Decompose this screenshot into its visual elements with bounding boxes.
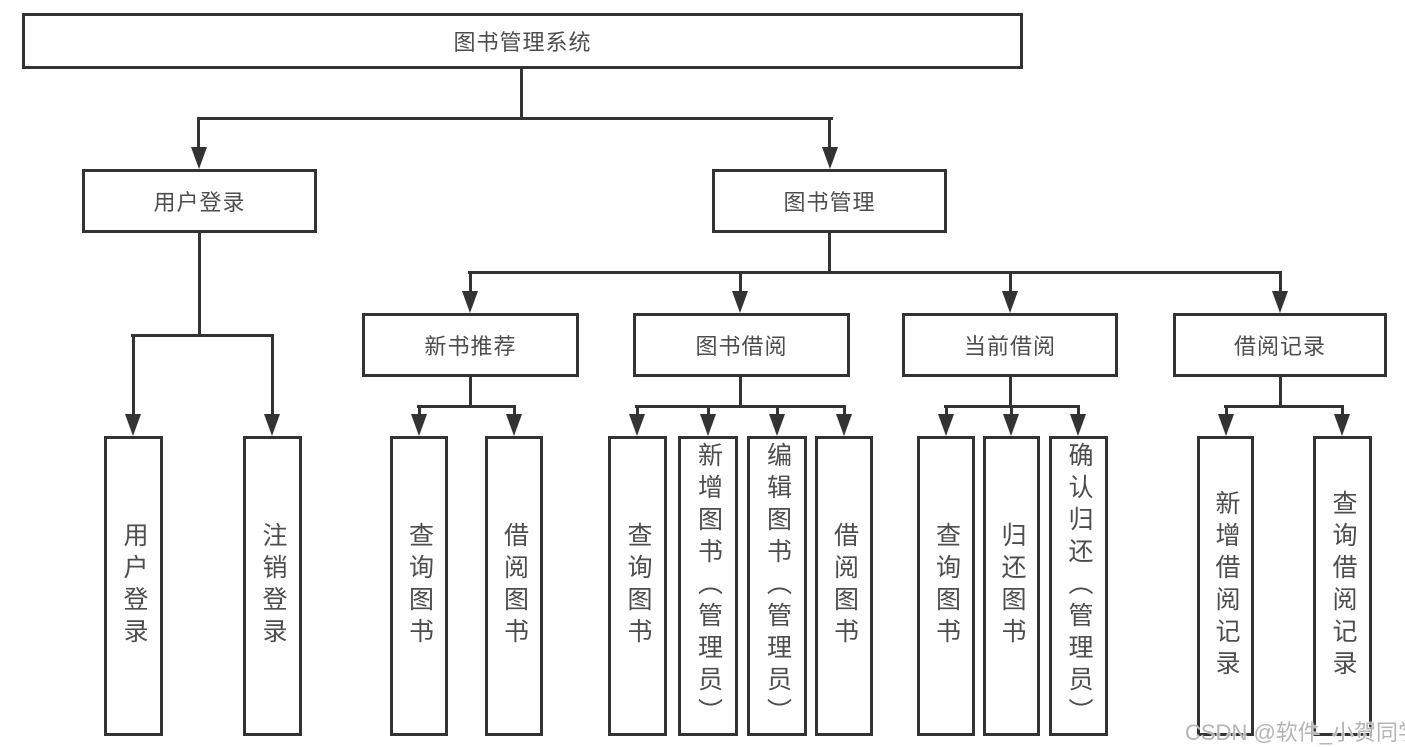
- connector-line: [469, 375, 472, 408]
- connector-line: [776, 405, 779, 418]
- arrowhead-down-icon: [732, 291, 748, 313]
- leaf-records-query-record: 查询借阅记录: [1313, 436, 1372, 736]
- arrowhead-down-icon: [1272, 291, 1288, 313]
- arrowhead-down-icon: [264, 414, 280, 436]
- leaf-current-confirm-return-admin-label: 确认归还（管理员）: [1065, 442, 1093, 730]
- connector-line: [469, 271, 472, 294]
- leaf-recommend-query-books: 查询图书: [390, 436, 448, 736]
- leaf-borrow-borrow-books-label: 借阅图书: [830, 522, 859, 650]
- connector-line: [707, 405, 710, 418]
- leaf-logout: 注销登录: [243, 436, 302, 736]
- node-current-borrow-label: 当前借阅: [963, 334, 1056, 359]
- leaf-logout-label: 注销登录: [259, 522, 287, 650]
- leaf-recommend-borrow-books-label: 借阅图书: [500, 522, 529, 650]
- arrowhead-down-icon: [769, 414, 785, 436]
- connector-line: [1009, 271, 1012, 294]
- leaf-borrow-edit-book-admin: 编辑图书（管理员）: [747, 436, 807, 736]
- leaf-user-login: 用户登录: [104, 436, 163, 736]
- node-user-login-label: 用户登录: [153, 190, 246, 215]
- leaf-user-login-label: 用户登录: [120, 522, 148, 650]
- arrowhead-down-icon: [191, 147, 207, 169]
- arrowhead-down-icon: [411, 414, 427, 436]
- leaf-borrow-query-books-label: 查询图书: [624, 522, 652, 650]
- node-root-system: 图书管理系统: [22, 13, 1023, 69]
- connector-line: [1009, 375, 1012, 408]
- arrowhead-down-icon: [1334, 414, 1350, 436]
- connector-line: [513, 405, 516, 418]
- node-book-borrow: 图书借阅: [633, 313, 850, 377]
- arrowhead-down-icon: [822, 147, 838, 169]
- node-borrow-records-label: 借阅记录: [1233, 334, 1326, 359]
- connector-line: [1279, 271, 1282, 294]
- arrowhead-down-icon: [700, 414, 716, 436]
- connector-line: [271, 334, 274, 417]
- arrowhead-down-icon: [462, 291, 478, 313]
- leaf-borrow-add-book-admin: 新增图书（管理员）: [678, 436, 738, 736]
- arrowhead-down-icon: [1070, 414, 1086, 436]
- arrowhead-down-icon: [1003, 414, 1019, 436]
- leaf-records-add-record-label: 新增借阅记录: [1212, 490, 1240, 682]
- leaf-recommend-query-books-label: 查询图书: [405, 522, 434, 650]
- connector-line: [1341, 405, 1344, 418]
- leaf-records-add-record: 新增借阅记录: [1197, 436, 1254, 736]
- connector-line: [635, 405, 846, 408]
- node-book-management: 图书管理: [712, 169, 947, 233]
- leaf-borrow-query-books: 查询图书: [608, 436, 667, 736]
- leaf-current-confirm-return-admin: 确认归还（管理员）: [1049, 436, 1108, 736]
- connector-line: [739, 375, 742, 408]
- leaf-current-query-books-label: 查询图书: [932, 522, 961, 650]
- connector-line: [198, 230, 201, 336]
- node-new-book-recommend: 新书推荐: [362, 313, 579, 377]
- arrowhead-down-icon: [629, 414, 645, 436]
- connector-line: [1225, 405, 1228, 418]
- leaf-current-return-books: 归还图书: [983, 436, 1040, 736]
- connector-line: [418, 405, 421, 418]
- connector-line: [843, 405, 846, 418]
- leaf-current-query-books: 查询图书: [917, 436, 975, 736]
- connector-line: [417, 405, 516, 408]
- connector-line: [945, 405, 948, 418]
- leaf-borrow-add-book-admin-label: 新增图书（管理员）: [694, 442, 723, 730]
- connector-line: [739, 271, 742, 294]
- connector-line: [520, 66, 523, 119]
- arrowhead-down-icon: [938, 414, 954, 436]
- arrowhead-down-icon: [836, 414, 852, 436]
- node-user-login: 用户登录: [82, 169, 317, 233]
- leaf-records-query-record-label: 查询借阅记录: [1329, 490, 1357, 682]
- connector-line: [636, 405, 639, 418]
- connector-line: [1077, 405, 1080, 418]
- node-new-book-recommend-label: 新书推荐: [424, 334, 517, 359]
- node-book-borrow-label: 图书借阅: [695, 334, 788, 359]
- connector-line: [828, 117, 831, 151]
- connector-line: [132, 334, 135, 417]
- connector-line: [828, 230, 831, 273]
- leaf-borrow-edit-book-admin-label: 编辑图书（管理员）: [763, 442, 792, 730]
- connector-line: [197, 117, 200, 151]
- connector-line: [1010, 405, 1013, 418]
- connector-line: [1224, 405, 1344, 408]
- arrowhead-down-icon: [1002, 291, 1018, 313]
- leaf-current-return-books-label: 归还图书: [998, 522, 1026, 650]
- connector-line: [1279, 375, 1282, 408]
- csdn-watermark: CSDN @软件_小贺同学: [1185, 720, 1405, 745]
- node-borrow-records: 借阅记录: [1173, 313, 1387, 377]
- arrowhead-down-icon: [506, 414, 522, 436]
- leaf-borrow-borrow-books: 借阅图书: [815, 436, 873, 736]
- connector-line: [468, 271, 1282, 274]
- connector-line: [131, 334, 274, 337]
- arrowhead-down-icon: [1218, 414, 1234, 436]
- arrowhead-down-icon: [125, 414, 141, 436]
- node-book-management-label: 图书管理: [783, 190, 876, 215]
- connector-line: [197, 117, 833, 120]
- node-current-borrow: 当前借阅: [902, 313, 1118, 377]
- node-root-system-label: 图书管理系统: [453, 30, 592, 55]
- leaf-recommend-borrow-books: 借阅图书: [485, 436, 543, 736]
